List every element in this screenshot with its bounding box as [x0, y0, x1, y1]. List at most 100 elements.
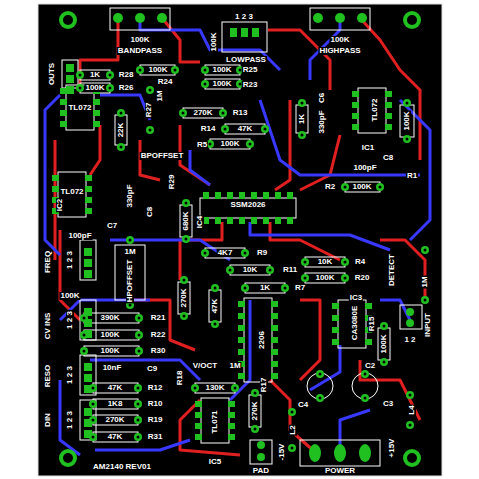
silkscreen-label: 680K: [182, 210, 190, 231]
silkscreen-label: 100K: [329, 36, 350, 44]
silkscreen-label: 270K: [251, 400, 259, 421]
silkscreen-label: R21: [150, 314, 167, 322]
silkscreen-label: 100K: [211, 66, 232, 74]
component-pad: [266, 266, 274, 274]
silkscreen-label: 100K: [99, 347, 120, 355]
component-pad: [380, 322, 388, 330]
silkscreen-label: 47K: [107, 384, 124, 392]
ic-pad: [93, 110, 100, 116]
silkscreen-label: R4: [354, 258, 366, 266]
pad-drill: [204, 252, 207, 255]
silkscreen-label: FREQ: [44, 250, 52, 274]
pad-drill: [214, 323, 217, 326]
silkscreen-label: SSM2026: [229, 201, 266, 209]
silkscreen-label: R25: [242, 66, 259, 74]
component-pad: [135, 314, 143, 322]
ic-pad: [85, 197, 92, 203]
component-pad: [219, 109, 227, 117]
ic-outline: [358, 88, 386, 133]
ic-pad: [271, 337, 278, 343]
ic-pad: [251, 217, 257, 224]
ic-pad: [195, 423, 202, 429]
ic-pad: [60, 121, 67, 127]
header-pin: [66, 86, 74, 94]
pad-drill: [109, 74, 112, 77]
pad-drill: [129, 239, 132, 242]
ic-pad: [263, 192, 269, 199]
silkscreen-label: R19: [147, 416, 164, 424]
ic-pad: [365, 339, 372, 345]
pad-drill: [183, 315, 186, 318]
ic-pad: [352, 91, 359, 97]
component-pad: [117, 109, 125, 117]
silkscreen-label: 270K: [104, 416, 125, 424]
pad-drill: [244, 287, 247, 290]
ic-pad: [52, 186, 59, 192]
pad-drill: [83, 350, 86, 353]
ic-outline: [338, 300, 366, 348]
silkscreen-label: R22: [150, 331, 167, 339]
silkscreen-label: 100K: [380, 333, 388, 354]
silkscreen-label: 10K: [317, 258, 334, 266]
ic-outline: [200, 198, 296, 218]
ic-pad: [385, 91, 392, 97]
pad-drill: [424, 249, 427, 252]
silkscreen-label: DIN: [44, 412, 52, 428]
ic-pad: [227, 217, 233, 224]
ic-pad: [52, 175, 59, 181]
pad-drill: [344, 261, 347, 264]
silkscreen-label: IC3: [349, 294, 363, 302]
silkscreen-label: R20: [354, 274, 371, 282]
pad-drill: [92, 419, 95, 422]
ic-pad: [332, 327, 339, 333]
ic-pad: [385, 102, 392, 108]
pad-drill: [291, 411, 294, 414]
silkscreen-label: C8: [382, 154, 394, 162]
silkscreen-label: 10nF: [102, 364, 123, 372]
ic-pad: [195, 401, 202, 407]
silkscreen-label: C4: [297, 401, 309, 409]
mounting-holes: [59, 11, 421, 467]
ic-pad: [251, 192, 257, 199]
ic-pad: [60, 99, 67, 105]
pad-drill: [79, 74, 82, 77]
ic-pad: [287, 192, 293, 199]
pad-drill: [137, 387, 140, 390]
pad-drill: [137, 436, 140, 439]
pad-drill: [182, 112, 185, 115]
ic-pad: [60, 88, 67, 94]
silkscreen-label: R11: [282, 266, 298, 274]
silkscreen-label: 1K: [259, 284, 271, 292]
pad-drill: [424, 299, 427, 302]
silkscreen-label: R26: [118, 84, 135, 92]
silkscreen-label: R1: [406, 172, 418, 180]
component-pad: [146, 126, 154, 134]
mounting-hole-bore: [407, 15, 417, 25]
mounting-hole-bore: [63, 453, 73, 463]
silkscreen-label: 330pF: [318, 109, 326, 134]
component-pad: [211, 284, 219, 292]
silkscreen-label: R31: [147, 433, 164, 441]
pad-drill: [185, 238, 188, 241]
ic-pad: [352, 124, 359, 130]
ic-pad: [238, 313, 245, 319]
silkscreen-label: 100pF: [67, 232, 92, 240]
component-pad: [136, 66, 144, 74]
silkscreen-label: HIGHPASS: [318, 47, 361, 55]
silkscreen-label: 1K8: [107, 400, 124, 408]
silkscreen-label: R12: [147, 384, 164, 392]
pad-drill: [209, 143, 212, 146]
silkscreen-label: 2206: [258, 330, 266, 350]
component-pad: [241, 249, 249, 257]
ic-pad: [385, 124, 392, 130]
component-pad: [361, 394, 369, 402]
component-pad: [421, 246, 429, 254]
silkscreen-label: 100K: [99, 331, 120, 339]
component-pad: [89, 400, 97, 408]
silkscreen-label: 1M: [123, 248, 136, 256]
component-pad: [201, 249, 209, 257]
mounting-hole: [59, 449, 77, 467]
pad-drill: [109, 87, 112, 90]
silkscreen-label: 10K: [242, 266, 259, 274]
ic-pad: [271, 313, 278, 319]
